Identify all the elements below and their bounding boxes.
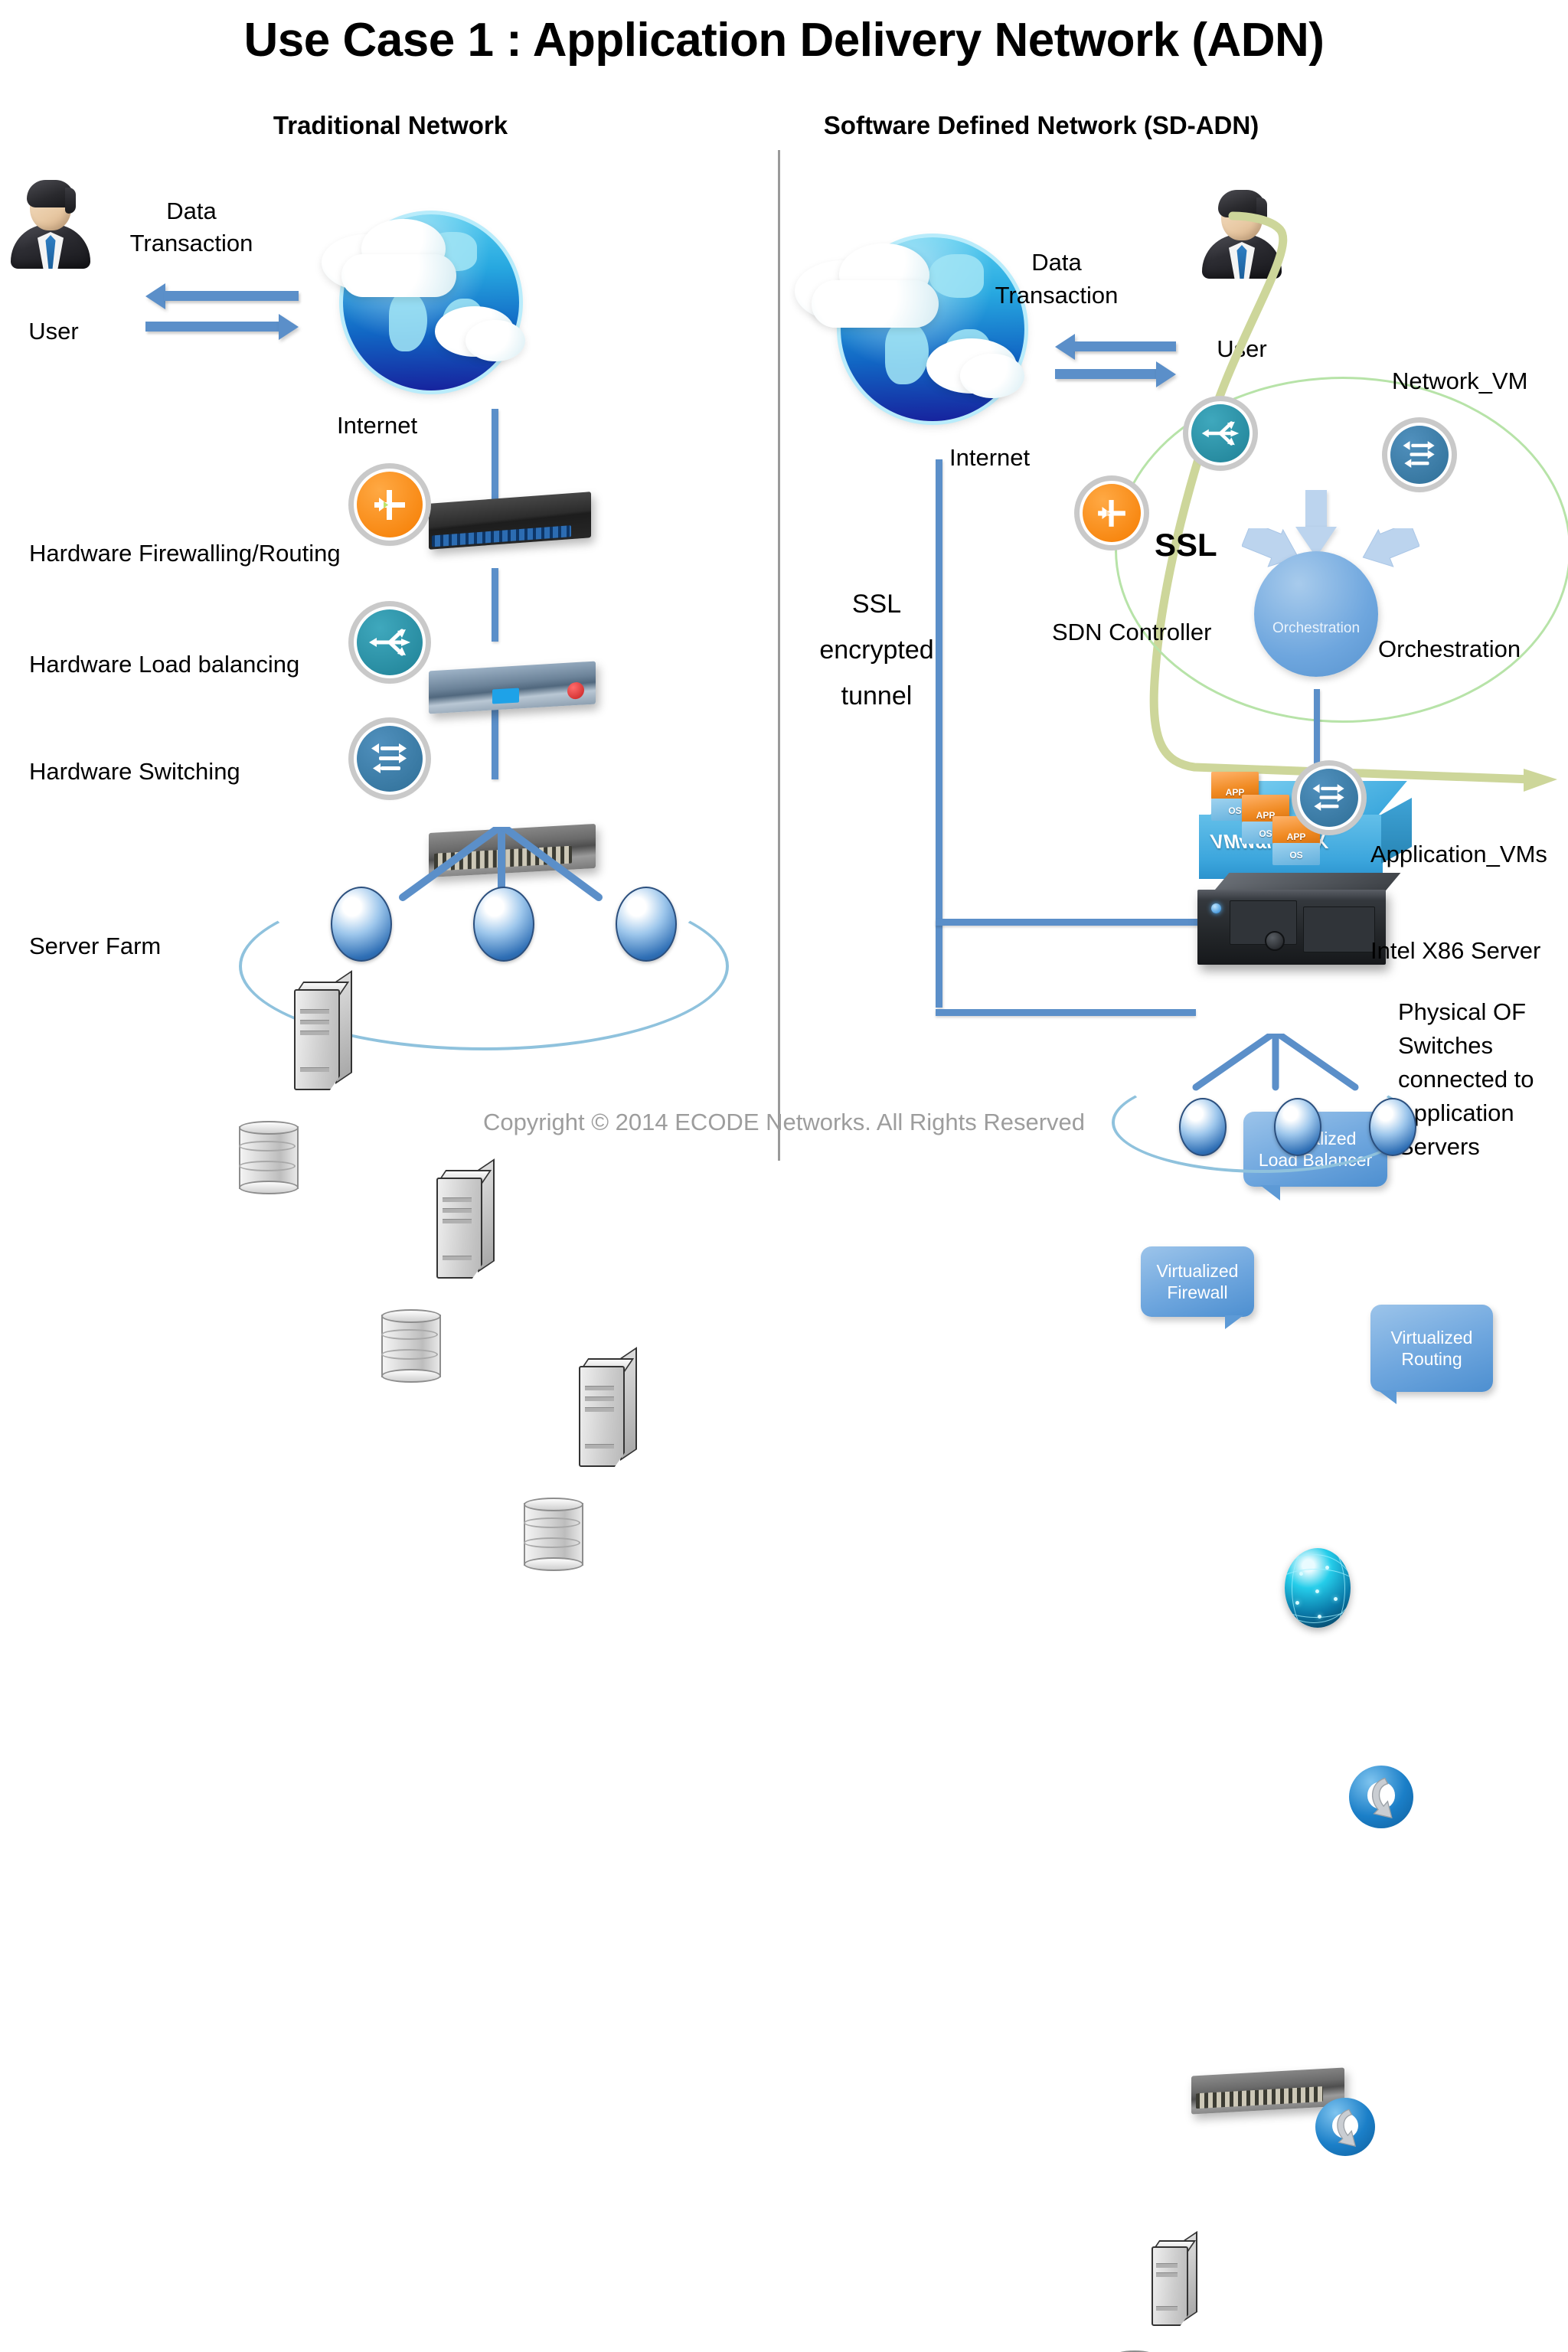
right-branch-to-esx bbox=[936, 919, 1211, 926]
server-globe bbox=[616, 887, 677, 962]
of-switch-label-line5: Servers bbox=[1398, 1133, 1480, 1160]
openflow-badge-icon bbox=[1349, 1766, 1413, 1828]
vm-os-label: OS bbox=[1259, 828, 1272, 839]
hardware-firewalling-label: Hardware Firewalling/Routing bbox=[29, 540, 341, 567]
right-trunk-vertical bbox=[936, 459, 942, 1008]
right-arrow-outbound bbox=[1055, 361, 1178, 389]
sdn-controller-region bbox=[1115, 377, 1568, 723]
vrt-line2: Routing bbox=[1401, 1349, 1462, 1369]
vfw-line1: Virtualized bbox=[1156, 1260, 1239, 1281]
of-switch-label-line3: connected to bbox=[1398, 1066, 1534, 1093]
right-internet-globe bbox=[795, 230, 1047, 459]
load-balancer-icon bbox=[1188, 401, 1253, 466]
panel-divider bbox=[778, 150, 780, 1161]
intel-x86-server-label: Intel X86 Server bbox=[1370, 937, 1541, 964]
server-globe bbox=[473, 887, 534, 962]
of-switch-label-line4: Application bbox=[1398, 1099, 1514, 1126]
of-switch-label-line1: Physical OF bbox=[1398, 998, 1527, 1025]
firewall-appliance bbox=[429, 492, 591, 550]
diagram-canvas: Use Case 1 : Application Delivery Networ… bbox=[11, 14, 1568, 2352]
switch-icon bbox=[354, 723, 426, 795]
server-tower bbox=[1152, 2230, 1197, 2331]
ssl-tunnel-label-line2: encrypted bbox=[819, 635, 934, 665]
firewall-icon bbox=[354, 469, 426, 541]
of-switch-label-line2: Switches bbox=[1398, 1032, 1494, 1059]
orchestration-inner-label: Orchestration bbox=[1272, 620, 1361, 637]
left-internet-globe bbox=[322, 214, 525, 412]
server-globe bbox=[1369, 1098, 1416, 1156]
page-title: Use Case 1 : Application Delivery Networ… bbox=[243, 14, 1325, 67]
server-farm-ellipse bbox=[239, 882, 729, 1050]
virtualized-routing-box: Virtualized Routing bbox=[1370, 1305, 1493, 1404]
vm-os-label: OS bbox=[1228, 805, 1242, 816]
load-balancer-appliance bbox=[429, 661, 596, 714]
orchestration-label: Orchestration bbox=[1378, 635, 1521, 662]
ssl-tunnel-label-line3: tunnel bbox=[841, 681, 913, 710]
server-globe bbox=[331, 887, 392, 962]
database-cylinder bbox=[381, 1309, 441, 1383]
vm-os-label: OS bbox=[1289, 849, 1303, 861]
database-cylinder bbox=[1112, 2350, 1158, 2352]
right-arrow-inbound bbox=[1055, 334, 1178, 361]
right-panel-title: Software Defined Network (SD-ADN) bbox=[823, 111, 1259, 139]
left-panel-title: Traditional Network bbox=[273, 111, 508, 139]
vm-app-label: APP bbox=[1286, 831, 1306, 843]
server-tower bbox=[579, 1347, 637, 1473]
ssl-tunnel-label-line1: SSL bbox=[851, 590, 902, 619]
ssl-badge-label: SSL bbox=[1155, 527, 1217, 563]
right-data-transaction-line1: Data bbox=[1031, 249, 1082, 276]
right-internet-label: Internet bbox=[949, 444, 1031, 471]
server-globe bbox=[1179, 1098, 1227, 1156]
orchestration-network-globe bbox=[1285, 1548, 1351, 1628]
server-tower bbox=[436, 1158, 495, 1285]
vm-app-label: APP bbox=[1256, 810, 1276, 822]
hardware-switching-label: Hardware Switching bbox=[29, 758, 240, 785]
database-cylinder bbox=[524, 1498, 583, 1571]
left-internet-label: Internet bbox=[337, 412, 418, 439]
right-branch-to-of-switch bbox=[936, 1009, 1196, 1016]
server-globe bbox=[1274, 1098, 1321, 1156]
esx-server: VMware ESX APP OS APP OS APP OS bbox=[1191, 772, 1421, 972]
left-user-label: User bbox=[28, 318, 79, 345]
left-trunk-3 bbox=[492, 709, 498, 779]
left-arrow-inbound bbox=[145, 282, 299, 312]
sdn-controller-label: SDN Controller bbox=[1052, 619, 1212, 645]
application-vms-label: Application_VMs bbox=[1370, 841, 1547, 867]
left-arrow-outbound bbox=[145, 312, 299, 343]
server-tower bbox=[294, 970, 352, 1096]
vrt-line1: Virtualized bbox=[1390, 1327, 1473, 1348]
left-data-transaction-line2: Transaction bbox=[129, 230, 253, 256]
openflow-badge-icon bbox=[1315, 2098, 1375, 2156]
virtualized-firewall-box: Virtualized Firewall bbox=[1141, 1246, 1254, 1329]
copyright-footer: Copyright © 2014 ECODE Networks. All Rig… bbox=[482, 1109, 1086, 1135]
load-balancer-icon bbox=[354, 606, 426, 678]
firewall-icon bbox=[1080, 481, 1144, 545]
vfw-line2: Firewall bbox=[1167, 1282, 1228, 1302]
arrow-routing-to-orchestration bbox=[1352, 521, 1420, 582]
application-vm: APP OS bbox=[1272, 816, 1320, 865]
orchestration-downlink bbox=[1314, 689, 1320, 789]
hardware-load-balancing-label: Hardware Load balancing bbox=[29, 651, 300, 678]
right-data-transaction-line2: Transaction bbox=[995, 282, 1119, 309]
switch-icon bbox=[1297, 766, 1361, 830]
application-vm: APP OS bbox=[1211, 772, 1259, 821]
server-farm-label: Server Farm bbox=[29, 933, 162, 959]
left-data-transaction-line1: Data bbox=[166, 198, 217, 224]
orchestration-ellipse: Orchestration bbox=[1254, 551, 1378, 677]
avatar bbox=[11, 180, 90, 269]
left-trunk-1 bbox=[492, 409, 498, 499]
switch-icon bbox=[1387, 423, 1452, 487]
network-vm-label: Network_VM bbox=[1392, 368, 1528, 394]
vm-app-label: APP bbox=[1225, 787, 1245, 799]
left-trunk-2 bbox=[492, 568, 498, 642]
